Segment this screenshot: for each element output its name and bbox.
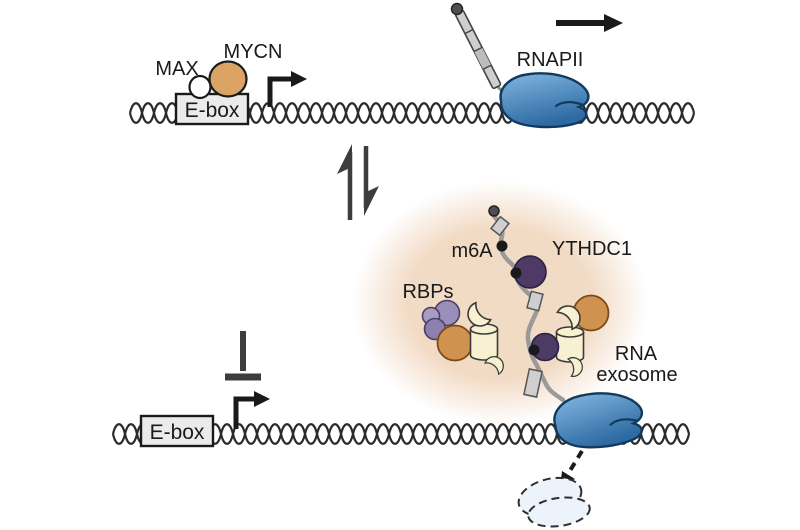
- m6a-mark-3: [528, 344, 540, 356]
- ythdc1-label: YTHDC1: [552, 238, 632, 260]
- inhibition-tbar-icon: [225, 331, 261, 381]
- rnapii-label: RNAPII: [517, 49, 584, 71]
- ebox-top: [174, 92, 250, 126]
- ebox-top-label: E-box: [185, 99, 240, 122]
- rna-exosome-barrel-right: [555, 301, 585, 379]
- nascent-rna-top: [450, 2, 509, 98]
- rna-segment-3: [523, 368, 543, 398]
- rna-cap-icon: [450, 2, 464, 16]
- transcription-direction-arrow: [556, 14, 623, 32]
- rna-segment-1: [489, 215, 511, 237]
- m6a-label: m6A: [451, 240, 493, 262]
- m6a-mark-1: [496, 240, 508, 252]
- rnapii-bottom: [553, 392, 644, 449]
- rnapii-top: [499, 72, 590, 129]
- equilibrium-arrows: [337, 144, 379, 220]
- mycn-label: MYCN: [224, 41, 283, 63]
- rna-exosome-label-line1: RNA: [615, 343, 658, 365]
- rna-exosome-label-line2: exosome: [596, 364, 677, 386]
- max-label: MAX: [155, 58, 198, 80]
- ebox-bottom: [139, 414, 215, 448]
- rna-exosome-complex: [528, 294, 610, 379]
- rna-segment-2: [526, 290, 544, 312]
- mycn-protein: [208, 60, 248, 98]
- m6a-mark-2: [510, 267, 522, 279]
- ghost-rnapii: [517, 476, 591, 528]
- transcription-start-arrow-top: [267, 71, 307, 107]
- ebox-bottom-label: E-box: [150, 421, 205, 444]
- rbps-label: RBPs: [402, 281, 453, 303]
- rbp-cluster: [421, 299, 508, 378]
- transcription-start-arrow-bottom: [233, 391, 270, 429]
- rna-cap-icon-bottom: [488, 205, 500, 217]
- rna-exosome-barrel-left: [463, 299, 508, 378]
